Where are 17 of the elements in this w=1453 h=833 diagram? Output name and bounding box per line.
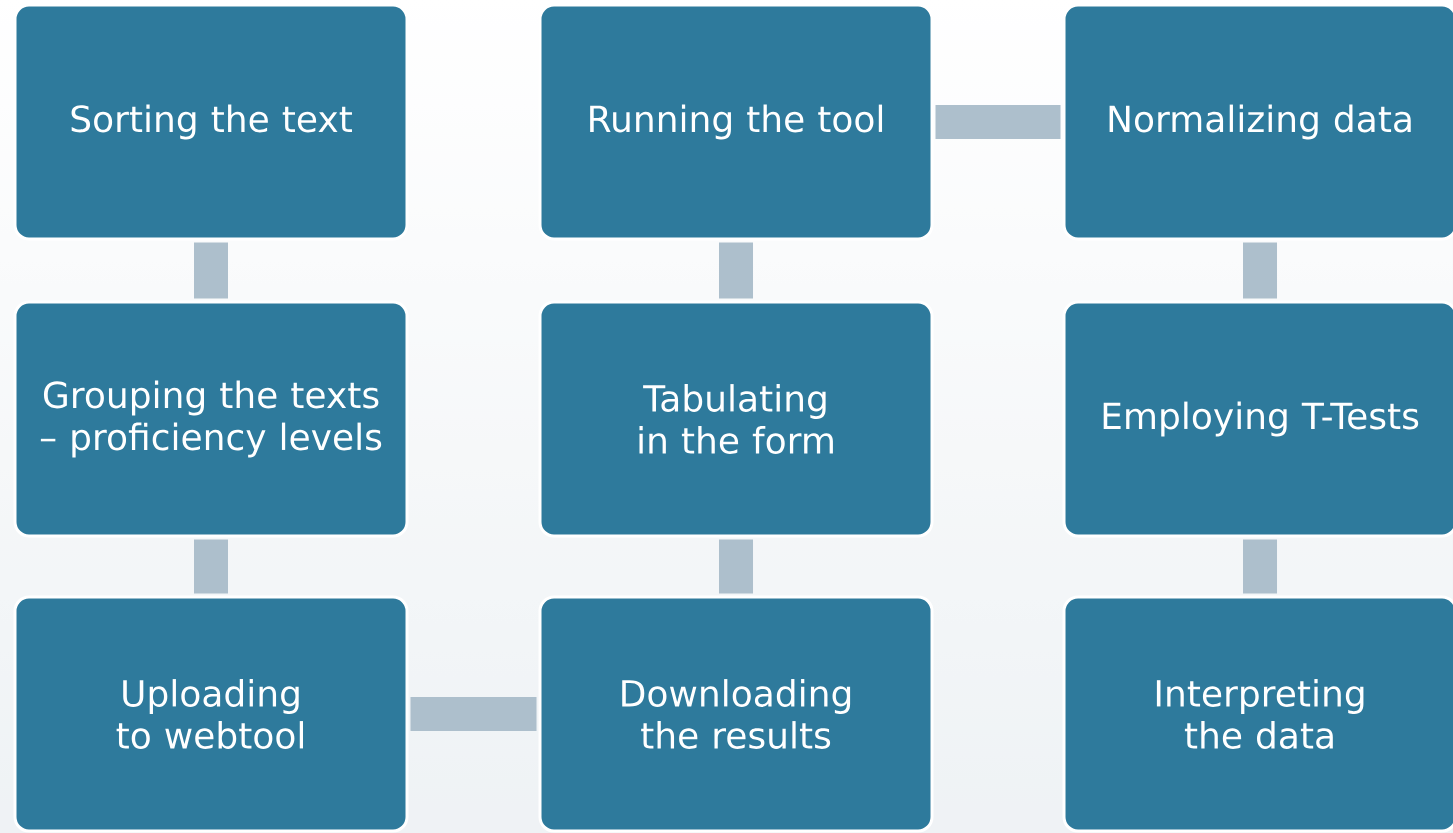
process-box: Grouping the texts – proficiency levels: [13, 300, 409, 538]
process-box: Employing T-Tests: [1062, 300, 1453, 538]
connector-bar: [719, 242, 753, 299]
connector-bar: [719, 539, 753, 594]
process-box: Uploading to webtool: [13, 595, 409, 833]
process-box: Downloading the results: [538, 595, 934, 833]
connector-bar: [1243, 539, 1277, 594]
process-box: Tabulating in the form: [538, 300, 934, 538]
connector-bar: [194, 242, 228, 299]
connector-bar: [935, 105, 1061, 139]
connector-bar: [194, 539, 228, 594]
process-box: Sorting the text: [13, 3, 409, 241]
connector-bar: [410, 697, 537, 731]
process-box: Running the tool: [538, 3, 934, 241]
process-box: Normalizing data: [1062, 3, 1453, 241]
process-box: Interpreting the data: [1062, 595, 1453, 833]
connector-bar: [1243, 242, 1277, 299]
